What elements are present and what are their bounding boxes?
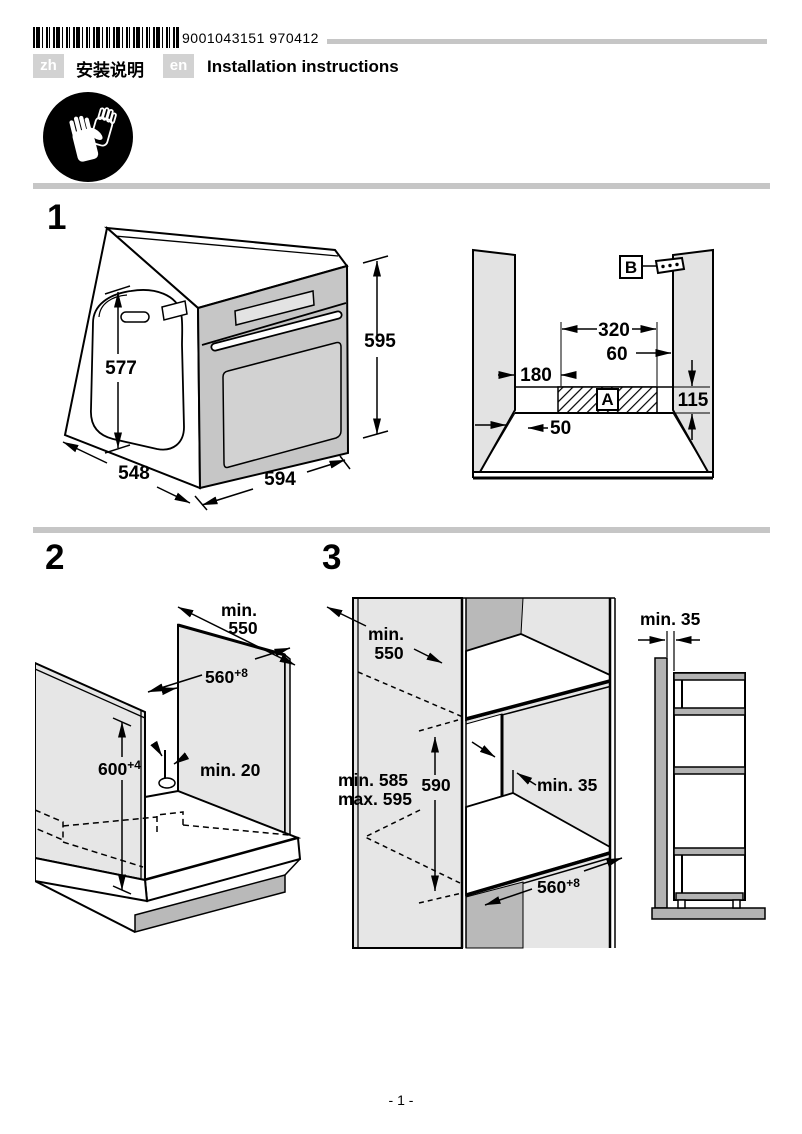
section-divider-2 [33,527,770,533]
protective-gloves-icon [43,92,133,182]
dim-depth-min-word: min. [368,624,404,644]
bracket-callout: B [619,255,686,279]
hidden-contour-lines [357,671,464,904]
dimension-lines [112,606,296,895]
dim-wall-clearance: min. 35 [640,609,701,629]
dim-oven-height: 595 [364,331,396,352]
dimension-lines [62,255,389,511]
dimension-lines [475,322,710,440]
dim-niche-width: 560+8 [205,666,248,687]
label-bracket-b: B [625,258,637,277]
dim-zone-width: 320 [598,320,630,341]
oven-body [63,226,350,490]
dim-oven-width: 594 [264,469,296,490]
dim-rear-clearance: min. 35 [537,775,598,795]
dim-niche-height: 600+4 [98,758,141,779]
figure-3-side-view-drawing: min. 35 [638,609,766,920]
side-view-body [651,657,766,920]
dimension-lines [638,631,700,671]
dim-zone-height: 115 [678,390,709,411]
zone-callout: A [596,388,619,411]
hidden-contour-lines [35,809,290,868]
header-rule [327,39,767,44]
tall-cabinet-body [352,597,616,949]
dim-front-height-max: max. 595 [338,789,412,809]
dim-zone-left-offset: 180 [520,365,552,386]
dim-depth-min-value: 550 [228,618,257,638]
figure-1-number: 1 [47,198,67,237]
page-number: - 1 - [388,1092,414,1108]
dim-zone-right-gap: 60 [606,344,627,365]
title-zh: 安装说明 [76,61,144,80]
figure-2-cabinet-drawing: min. 550 560+8 600+4 min. 20 [35,600,302,933]
dim-oven-inner-height: 577 [105,358,137,379]
niche-walls-floor [472,248,714,480]
front-glove [69,115,103,162]
dim-corner-clearance: 50 [550,418,571,439]
figure-3-tall-cabinet-drawing: min. 550 min. 585 max. 595 590 min. 35 5… [326,597,623,949]
dim-depth-min-value: 550 [374,643,403,663]
dim-depth-min-word: min. [221,600,257,620]
dim-niche-height: 590 [421,775,450,795]
figure-1-niche-drawing: B 320 60 180 115 50 A [472,248,714,480]
dimension-lines [326,606,623,906]
barcode-number: 9001043151 970412 [182,30,319,46]
language-tag-zh: zh [33,54,64,78]
figure-1-oven-drawing: 595 577 548 594 [62,226,396,511]
section-divider-1 [33,183,770,189]
label-zone-a: A [601,390,613,409]
figure-2-number: 2 [45,538,65,577]
figure-3-number: 3 [322,538,342,577]
dim-rear-clearance: min. 20 [200,760,261,780]
dim-front-height-min: min. 585 [338,770,408,790]
language-tag-en: en [163,54,194,78]
barcode [33,27,179,48]
title-en: Installation instructions [207,57,399,76]
dim-niche-width: 560+8 [537,876,580,897]
dim-oven-depth: 548 [118,463,150,484]
